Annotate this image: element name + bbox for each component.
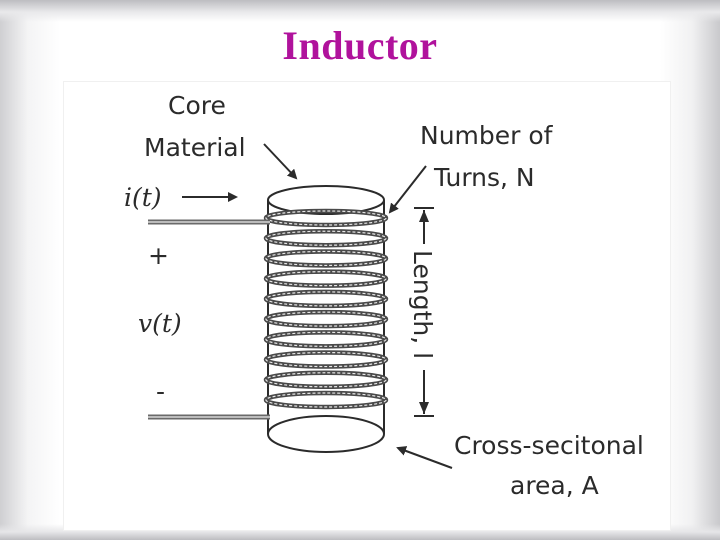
coil-turn-highlight bbox=[265, 230, 387, 246]
coil-turn-highlight bbox=[265, 271, 387, 287]
current-label: i(t) bbox=[124, 183, 162, 212]
inductor-figure: Core Material Number of Turns, N i(t) + … bbox=[64, 82, 670, 530]
coil-turn-highlight bbox=[265, 311, 387, 327]
coil-turn-highlight bbox=[265, 372, 387, 388]
slide-title: Inductor bbox=[282, 23, 438, 68]
area-label-line1: Cross-secitonal bbox=[454, 431, 644, 460]
coil-turn-highlight bbox=[265, 331, 387, 347]
coil-turn-highlight bbox=[265, 250, 387, 267]
length-label: Length, l bbox=[408, 250, 437, 359]
coil-windings bbox=[263, 208, 389, 410]
length-dimension: Length, l bbox=[408, 207, 437, 417]
turns-label-line2: Turns, N bbox=[433, 163, 535, 192]
turns-label-line1: Number of bbox=[420, 121, 554, 150]
turns-arrow bbox=[388, 165, 427, 214]
core-bottom-ellipse bbox=[267, 415, 385, 453]
coil-turn-highlight bbox=[265, 392, 387, 408]
area-arrow bbox=[396, 446, 453, 469]
lead-wires bbox=[148, 219, 270, 420]
voltage-label: v(t) bbox=[138, 309, 182, 338]
coil-turn-highlight bbox=[265, 291, 387, 307]
core-label-line2: Material bbox=[144, 133, 246, 162]
coil-turn-highlight bbox=[265, 210, 387, 226]
inductor-diagram-svg: Core Material Number of Turns, N i(t) + … bbox=[124, 91, 644, 500]
plus-terminal-label: + bbox=[148, 241, 169, 270]
coil-turn-highlight bbox=[265, 351, 387, 368]
core-top-ellipse bbox=[267, 185, 385, 215]
core-label-line1: Core bbox=[168, 91, 226, 120]
slide-top-band bbox=[0, 0, 720, 22]
core-arrow bbox=[263, 143, 298, 180]
minus-terminal-label: - bbox=[156, 377, 165, 406]
area-label-line2: area, A bbox=[510, 471, 599, 500]
